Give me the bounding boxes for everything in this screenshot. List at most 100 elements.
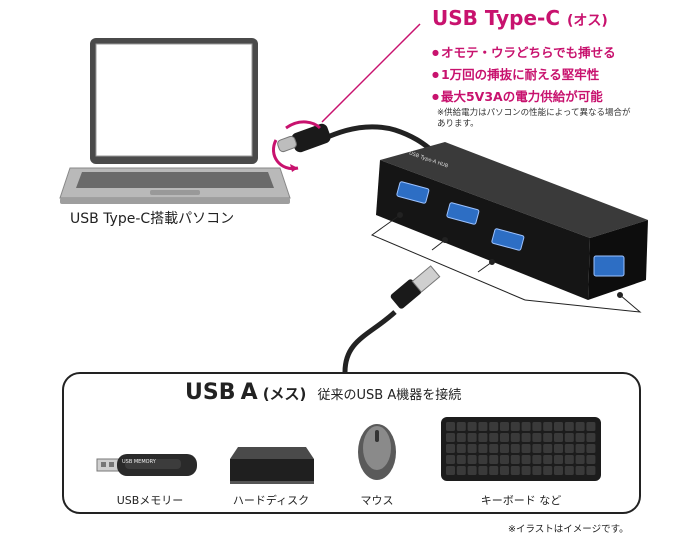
device-label-keyboard: キーボード など (480, 494, 562, 507)
keyboard-key (521, 422, 531, 431)
keyboard-key (456, 455, 466, 464)
keyboard-key (478, 466, 488, 475)
keyboard-key (510, 422, 520, 431)
keyboard-key (446, 433, 455, 442)
keyboard-key (467, 444, 477, 453)
keyboard-key (521, 444, 531, 453)
keyboard-key (564, 433, 574, 442)
keyboard-key (532, 433, 542, 442)
keyboard-key (489, 455, 499, 464)
keyboard-key (489, 422, 499, 431)
keyboard-key (575, 455, 585, 464)
keyboard-key (586, 433, 596, 442)
keyboard-key (554, 433, 563, 442)
type-c-title-main: USB Type-C (432, 6, 561, 30)
usb-a-plug-icon (342, 265, 441, 373)
computer-label: USB Type-C搭載パソコン (70, 211, 235, 227)
keyboard-key (575, 444, 585, 453)
keyboard-icon (441, 417, 601, 481)
keyboard-key (554, 455, 563, 464)
usb-memory-icon (96, 454, 197, 476)
keyboard-key (500, 455, 509, 464)
usb-hub-icon (376, 142, 648, 300)
keyboard-key (478, 433, 488, 442)
usb-c-connector-icon (272, 120, 434, 172)
keyboard-key (543, 444, 553, 453)
keyboard-key (500, 466, 509, 475)
keyboard-key (446, 444, 455, 453)
keyboard-key (586, 466, 596, 475)
type-c-feature-3: 最大5V3Aの電力供給が可能 (432, 86, 603, 105)
type-c-title-suffix: (オス) (567, 13, 608, 29)
keyboard-key (467, 466, 477, 475)
hub-port-2 (446, 202, 480, 225)
laptop-icon (59, 38, 291, 204)
keyboard-key (456, 466, 466, 475)
keyboard-key (489, 444, 499, 453)
keyboard-key (532, 455, 542, 464)
type-a-title: USB A (メス) 従来のUSB A機器を接続 (185, 380, 461, 405)
keyboard-key (564, 466, 574, 475)
type-c-note: ※供給電力はパソコンの性能によって異なる場合があります。 (437, 108, 631, 129)
keyboard-key (510, 466, 520, 475)
hub-port-1 (396, 181, 430, 204)
keyboard-key (467, 433, 477, 442)
keyboard-key (543, 466, 553, 475)
keyboard-key (510, 455, 520, 464)
keyboard-key (521, 433, 531, 442)
device-label-hard-disk: ハードディスク (232, 494, 310, 507)
keyboard-key (543, 433, 553, 442)
device-label-usb-memory: USBメモリー (116, 494, 184, 507)
keyboard-key (456, 433, 466, 442)
type-a-title-main: USB (185, 380, 236, 405)
keyboard-key (446, 422, 455, 431)
keyboard-key (575, 422, 585, 431)
hub-port-4 (593, 255, 625, 277)
keyboard-key (510, 433, 520, 442)
keyboard-key (564, 444, 574, 453)
hub-port-3 (491, 228, 525, 251)
keyboard-key (554, 444, 563, 453)
type-c-feature-2: 1万回の挿抜に耐える堅牢性 (432, 64, 599, 83)
keyboard-key (543, 455, 553, 464)
keyboard-key (478, 422, 488, 431)
keyboard-key (575, 433, 585, 442)
type-c-feature-1: オモテ・ウラどちらでも挿せる (432, 42, 616, 61)
footnote: ※イラストはイメージです。 (508, 524, 629, 535)
keyboard-key (456, 422, 466, 431)
keyboard-key (586, 422, 596, 431)
type-a-title-suffix: (メス) (262, 385, 307, 403)
keyboard-key (500, 433, 509, 442)
keyboard-key (521, 455, 531, 464)
keyboard-key (564, 422, 574, 431)
keyboard-key (510, 444, 520, 453)
type-c-title: USB Type-C (オス) (432, 6, 608, 30)
keyboard-key (456, 444, 466, 453)
keyboard-key (564, 455, 574, 464)
keyboard-key (489, 466, 499, 475)
keyboard-key (586, 455, 596, 464)
keyboard-key (467, 455, 477, 464)
keyboard-key (554, 466, 563, 475)
keyboard-key (543, 422, 553, 431)
type-a-title-letter: A (240, 380, 258, 405)
keyboard-key (446, 455, 455, 464)
keyboard-key (478, 455, 488, 464)
keyboard-key (575, 466, 585, 475)
keyboard-key (532, 444, 542, 453)
keyboard-key (467, 422, 477, 431)
hard-disk-icon (230, 447, 314, 484)
keyboard-key (478, 444, 488, 453)
leader-line (321, 23, 421, 123)
keyboard-key (532, 466, 542, 475)
port-bracket (370, 212, 642, 313)
keyboard-key (554, 422, 563, 431)
keyboard-key (489, 433, 499, 442)
mouse-icon (358, 424, 396, 480)
type-a-description: 従来のUSB A機器を接続 (317, 388, 462, 403)
keyboard-key (521, 466, 531, 475)
usb-memory-printed-text: USB MEMORY (122, 459, 156, 465)
keyboard-key (500, 444, 509, 453)
keyboard-key (532, 422, 542, 431)
